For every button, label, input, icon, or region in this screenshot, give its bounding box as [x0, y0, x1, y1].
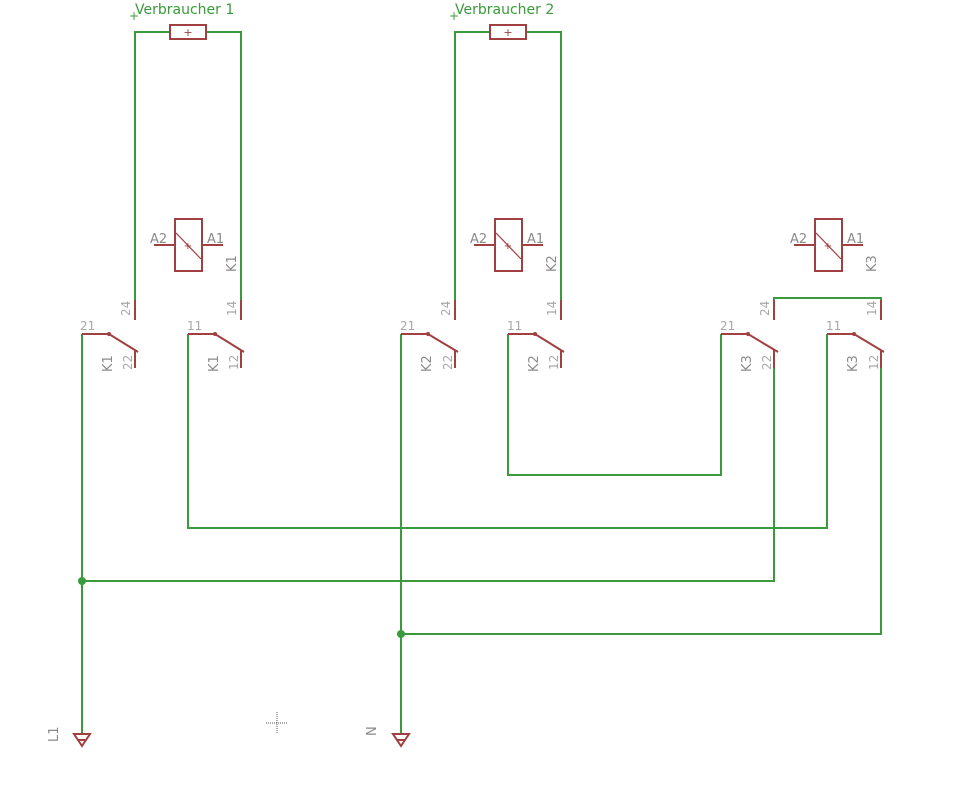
k3-pin-24: 24 — [758, 301, 772, 316]
coil-k3-a1: A1 — [847, 232, 864, 247]
k2-pin-24: 24 — [439, 301, 453, 316]
load-2-wire-right — [526, 31, 562, 320]
k2-pin-22: 22 — [441, 355, 455, 370]
coil-k3-a2: A2 — [790, 232, 807, 247]
junction-n — [397, 630, 405, 638]
load-1-label: Verbraucher 1 — [135, 2, 234, 18]
wire-k3-22-to-l1 — [82, 368, 775, 582]
coil-k1: A2 A1 + K1 — [150, 218, 240, 272]
terminal-n-label: N — [365, 726, 380, 736]
k1-pin-24: 24 — [119, 301, 133, 316]
k1-pin-21: 21 — [80, 319, 95, 333]
contacts-k1: 24 21 22 K1 14 11 12 K1 — [80, 300, 245, 372]
terminal-l1-label: L1 — [47, 726, 62, 742]
coil-k3: A2 A1 + K3 — [790, 218, 880, 272]
junction-l1 — [78, 577, 86, 585]
wire-k3-12-to-n — [401, 368, 882, 635]
coil-k1-body — [174, 218, 203, 272]
coil-k3-name: K3 — [865, 255, 880, 272]
k2-name-b: K2 — [527, 355, 542, 372]
coil-k3-body — [814, 218, 843, 272]
load-1-marker: + — [129, 9, 139, 23]
load-1-wire-right — [206, 31, 242, 320]
k3-pin-12: 12 — [867, 355, 881, 370]
load-1: + Verbraucher 1 + — [129, 2, 242, 320]
coil-k2-name: K2 — [545, 255, 560, 272]
coil-k1-a2: A2 — [150, 232, 167, 247]
coil-k2-a2: A2 — [470, 232, 487, 247]
contacts-k2: 24 21 22 K2 14 11 12 K2 — [400, 300, 565, 372]
coil-k1-marker: + — [184, 241, 192, 252]
k3-pin-22: 22 — [760, 355, 774, 370]
coil-k2-a1: A1 — [527, 232, 544, 247]
coil-k2-body — [494, 218, 523, 272]
load-2-marker: + — [449, 9, 459, 23]
k3-name-b: K3 — [846, 355, 861, 372]
k3-pin-21: 21 — [720, 319, 735, 333]
terminal-l1: L1 — [47, 726, 92, 748]
k3-pin-14: 14 — [865, 301, 879, 316]
k1-name-b: K1 — [207, 355, 222, 372]
crosshair-cursor-icon — [266, 712, 288, 734]
k1-name-a: K1 — [101, 355, 116, 372]
contacts-k3: 24 21 22 K3 14 11 12 K3 — [720, 300, 885, 372]
coil-k3-marker: + — [824, 241, 832, 252]
k3-pin-11: 11 — [826, 319, 841, 333]
k1-pin-22: 22 — [121, 355, 135, 370]
coil-k2-marker: + — [504, 241, 512, 252]
coil-k2: A2 A1 + K2 — [470, 218, 560, 272]
wire-k1-11-to-k3-11 — [187, 334, 828, 529]
load-2-resistor — [489, 24, 527, 40]
load-2: + Verbraucher 2 + — [449, 2, 562, 320]
load-1-wire-left — [134, 31, 170, 320]
load-2-label: Verbraucher 2 — [455, 2, 554, 18]
k2-pin-11: 11 — [507, 319, 522, 333]
k2-pin-14: 14 — [545, 301, 559, 316]
k2-pin-12: 12 — [547, 355, 561, 370]
load-2-wire-left — [454, 31, 490, 320]
coil-k1-a1: A1 — [207, 232, 224, 247]
wire-k2-11-to-k3-21 — [507, 334, 722, 476]
k1-pin-11: 11 — [187, 319, 202, 333]
wiring — [78, 297, 882, 734]
k2-name-a: K2 — [420, 355, 435, 372]
k3-name-a: K3 — [740, 355, 755, 372]
k1-pin-14: 14 — [225, 301, 239, 316]
coil-k1-name: K1 — [225, 255, 240, 272]
load-1-resistor — [169, 24, 207, 40]
k2-pin-21: 21 — [400, 319, 415, 333]
terminal-n: N — [365, 726, 411, 748]
load-2-resistor-marker: + — [503, 26, 512, 39]
load-1-resistor-marker: + — [183, 26, 192, 39]
k1-pin-12: 12 — [227, 355, 241, 370]
